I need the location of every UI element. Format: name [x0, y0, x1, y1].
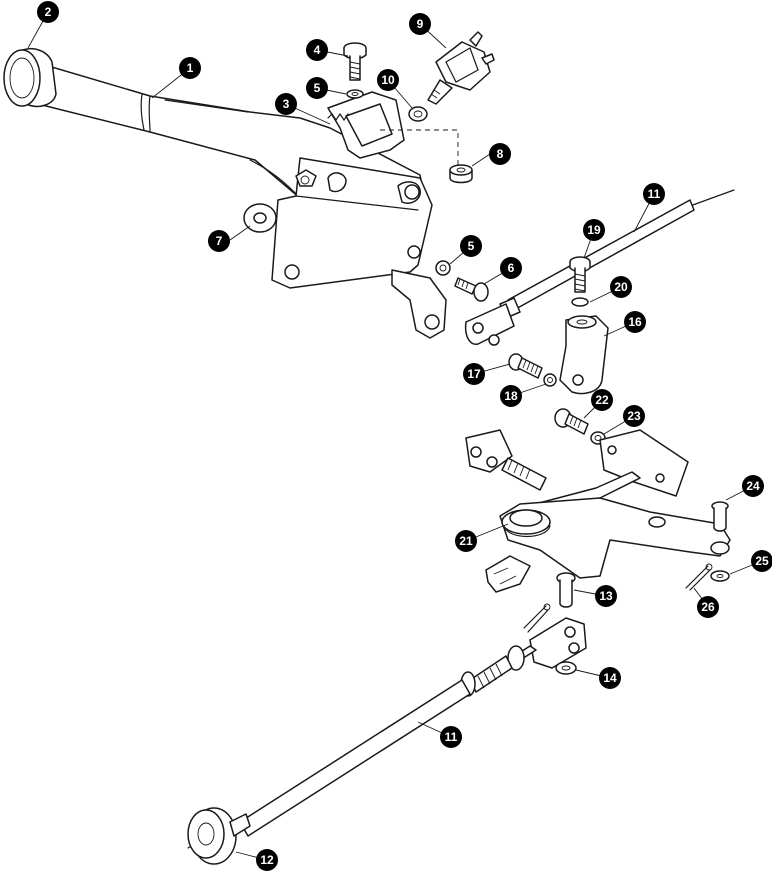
- callout-18: 18: [500, 385, 522, 407]
- callout-6: 6: [500, 257, 522, 279]
- washer-18: [543, 373, 557, 387]
- callout-17: 17: [463, 363, 485, 385]
- bolt-22: [554, 408, 589, 435]
- switch-9: [427, 31, 495, 105]
- assembly-line-switch: [380, 129, 459, 166]
- callout-22: 22: [591, 389, 613, 411]
- bolt-4: [343, 42, 367, 81]
- callout-7: 7: [208, 230, 230, 252]
- callout-16: 16: [624, 311, 646, 333]
- callout-26: 26: [697, 596, 719, 618]
- upper-cable-11: [464, 189, 735, 346]
- bolt-6: [454, 277, 489, 302]
- lower-cable-11: [187, 645, 537, 849]
- nut-10: [408, 106, 428, 122]
- washer-5-top: [346, 89, 364, 99]
- callout-4: 4: [306, 39, 328, 61]
- callout-23: 23: [623, 405, 645, 427]
- ratchet-pawl-guide: [327, 91, 405, 159]
- washer-7: [243, 203, 277, 233]
- block-16: [559, 315, 609, 395]
- callout-9: 9: [409, 13, 431, 35]
- lower-clevis: [529, 617, 587, 669]
- callout-1: 1: [179, 57, 201, 79]
- callout-14: 14: [599, 667, 621, 689]
- cable-end-12: [187, 807, 251, 865]
- callout-11-lower: 11: [440, 726, 462, 748]
- lower-cotter-pin: [523, 603, 551, 633]
- washer-14: [555, 661, 577, 675]
- callout-24: 24: [742, 475, 764, 497]
- bolt-17: [508, 353, 543, 379]
- washer-20: [571, 297, 589, 307]
- callout-11-upper: 11: [643, 183, 665, 205]
- spacer-8: [449, 164, 473, 184]
- callout-10: 10: [377, 69, 399, 91]
- washer-25: [710, 570, 730, 582]
- bolt-19: [569, 256, 591, 293]
- spring-pin-3: [327, 112, 349, 122]
- lever-grip: [3, 48, 57, 108]
- callout-5-side: 5: [460, 235, 482, 257]
- equalizer-21: [465, 429, 731, 593]
- callout-5-top: 5: [306, 77, 328, 99]
- cotter-pin-26: [685, 563, 713, 591]
- clevis-pin-13: [556, 572, 576, 608]
- callout-8: 8: [489, 143, 511, 165]
- washer-5-side: [435, 260, 451, 276]
- callout-20: 20: [610, 276, 632, 298]
- callout-3: 3: [275, 93, 297, 115]
- lever-bracket: [271, 157, 447, 339]
- callout-25: 25: [751, 550, 772, 572]
- clevis-pin-24: [711, 501, 729, 532]
- callout-21: 21: [455, 530, 477, 552]
- callout-2: 2: [37, 1, 59, 23]
- callout-19: 19: [583, 219, 605, 241]
- callout-12: 12: [256, 849, 278, 871]
- callout-13: 13: [595, 585, 617, 607]
